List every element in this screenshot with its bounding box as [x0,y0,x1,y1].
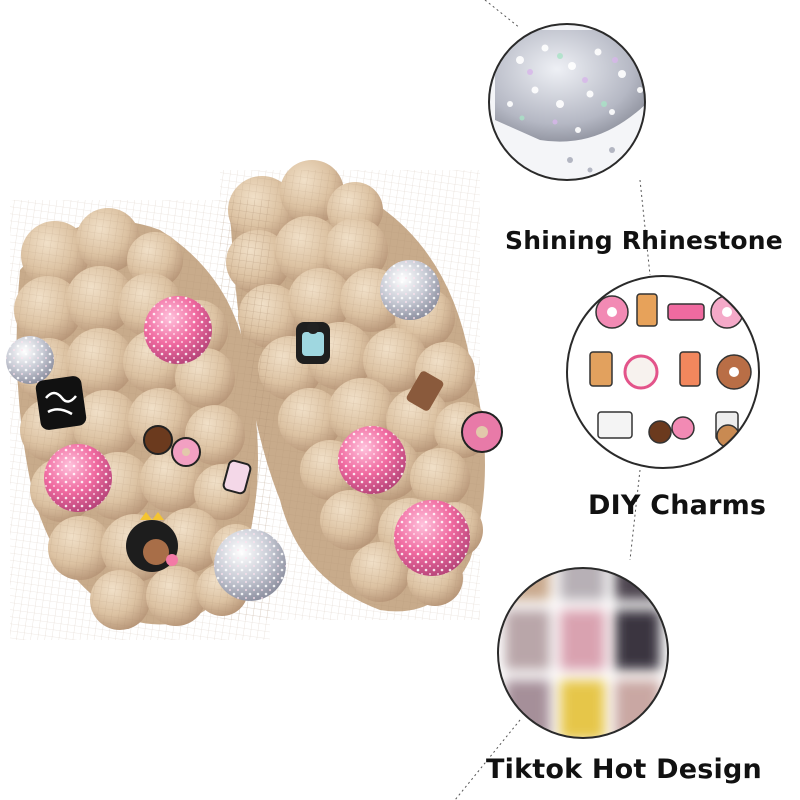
charms-collection-icon [566,275,760,469]
girl-charm-icon [126,512,178,572]
lipstick-charm-icon [406,371,444,411]
feature-label-tiktok: Tiktok Hot Design [486,754,762,785]
feature-label-rhinestone: Shining Rhinestone [505,226,783,255]
drink-charm-icon [222,459,252,495]
feature-label-charms: DIY Charms [588,490,767,521]
slide-front [6,200,286,640]
boba-charm-icon [296,322,330,364]
blurred-feed-icon [497,567,669,739]
connector-lines [454,0,651,800]
rhinestone-pile-icon [488,23,646,181]
donuts-charm-icon [143,425,201,467]
city-girl-charm-icon [35,376,87,430]
donut-charm-icon [461,411,503,453]
